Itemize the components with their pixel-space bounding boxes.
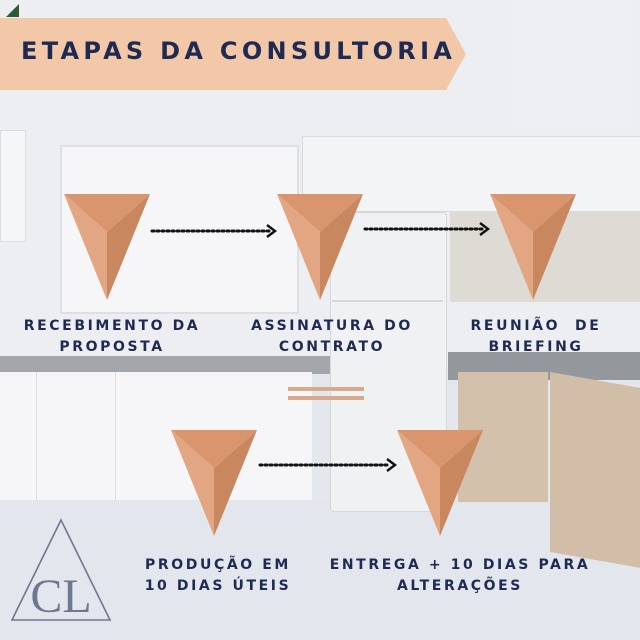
arrow-head bbox=[386, 458, 397, 472]
step-3-shape bbox=[490, 194, 576, 300]
title-banner bbox=[0, 18, 466, 90]
arrow-head bbox=[479, 222, 490, 236]
shape-face-right bbox=[533, 194, 576, 300]
step-1-label: RECEBIMENTO DA PROPOSTA bbox=[23, 318, 201, 355]
shape-face-top bbox=[277, 194, 363, 232]
shape-face-left bbox=[64, 194, 107, 300]
shape-face-right bbox=[440, 430, 483, 536]
step-5-shape bbox=[397, 430, 483, 536]
logo-letters: CL bbox=[30, 570, 91, 622]
refrigerator-door-line bbox=[332, 300, 443, 302]
step-3-label: REUNIÃO DE BRIEFING bbox=[470, 318, 602, 355]
cabinet-seam bbox=[36, 372, 37, 500]
shape-face-left bbox=[171, 430, 214, 536]
step-2-label: ASSINATURA DO CONTRATO bbox=[251, 318, 413, 355]
page-title: ETAPAS DA CONSULTORIA bbox=[21, 37, 457, 65]
shape-face-right bbox=[320, 194, 363, 300]
shape-face-left bbox=[277, 194, 320, 300]
corner-triangle bbox=[6, 4, 19, 17]
divider-line-top bbox=[288, 387, 364, 391]
countertop-left bbox=[0, 356, 330, 374]
step-4-label: PRODUÇÃO EM 10 DIAS ÚTEIS bbox=[144, 557, 292, 594]
step-2-shape bbox=[277, 194, 363, 300]
shape-face-left bbox=[490, 194, 533, 300]
shape-face-right bbox=[107, 194, 150, 300]
step-1-shape bbox=[64, 194, 150, 300]
step-4-shape bbox=[171, 430, 257, 536]
shape-face-right bbox=[214, 430, 257, 536]
arrow-step-1-to-2 bbox=[150, 224, 278, 238]
cabinet-seam bbox=[115, 372, 116, 500]
divider-line-bottom bbox=[288, 396, 364, 400]
shape-face-left bbox=[397, 430, 440, 536]
shape-face-top bbox=[64, 194, 150, 232]
step-5-label: ENTREGA + 10 DIAS PARA ALTERAÇÕES bbox=[329, 557, 591, 594]
cl-logo: CL bbox=[10, 518, 112, 623]
upper-cabinet-left bbox=[0, 130, 26, 242]
shape-face-top bbox=[171, 430, 257, 468]
arrow-head bbox=[266, 224, 277, 238]
arrow-step-2-to-3 bbox=[363, 222, 491, 236]
floor bbox=[0, 500, 640, 640]
shape-face-top bbox=[397, 430, 483, 468]
shape-face-top bbox=[490, 194, 576, 232]
arrow-step-4-to-5 bbox=[258, 458, 398, 472]
base-cabinets-left bbox=[0, 372, 312, 500]
